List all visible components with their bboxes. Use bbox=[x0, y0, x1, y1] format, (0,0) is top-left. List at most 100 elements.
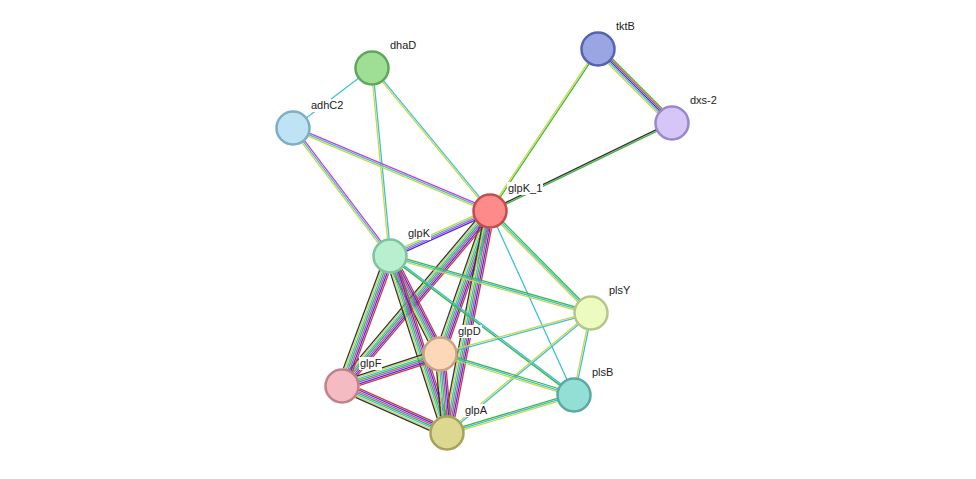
evidence-line bbox=[505, 130, 656, 203]
evidence-line bbox=[383, 81, 479, 198]
protein-node: plsY bbox=[573, 295, 609, 331]
evidence-line bbox=[453, 228, 490, 417]
evidence-line bbox=[506, 131, 657, 204]
interaction-edge bbox=[406, 259, 575, 310]
evidence-line bbox=[349, 221, 475, 370]
evidence-line bbox=[450, 228, 487, 417]
evidence-line bbox=[407, 259, 575, 307]
node-disc bbox=[558, 379, 591, 412]
node-label: tktB bbox=[615, 20, 636, 33]
evidence-line bbox=[464, 401, 558, 429]
node-circle bbox=[422, 336, 458, 372]
evidence-line bbox=[309, 133, 475, 203]
evidence-line bbox=[456, 361, 557, 392]
interaction-edge bbox=[343, 270, 388, 371]
evidence-line bbox=[452, 228, 489, 417]
evidence-line bbox=[456, 317, 574, 349]
node-disc bbox=[582, 33, 615, 66]
node-circle bbox=[472, 193, 508, 229]
evidence-line bbox=[610, 61, 660, 111]
protein-node: dxs-2 bbox=[654, 105, 690, 141]
node-disc bbox=[424, 338, 457, 371]
evidence-line bbox=[461, 325, 579, 423]
evidence-line bbox=[309, 135, 475, 205]
node-circle bbox=[580, 31, 616, 67]
interaction-edge bbox=[608, 59, 662, 113]
node-label: plsY bbox=[608, 284, 631, 297]
evidence-line bbox=[382, 82, 478, 199]
evidence-line bbox=[305, 141, 381, 242]
evidence-line bbox=[463, 400, 557, 428]
node-label: glpD bbox=[457, 325, 482, 338]
node-disc bbox=[374, 240, 407, 273]
node-label: dhaD bbox=[389, 39, 417, 52]
node-circle bbox=[275, 110, 311, 146]
evidence-line bbox=[359, 390, 433, 423]
evidence-line bbox=[343, 270, 379, 368]
evidence-line bbox=[457, 318, 575, 350]
evidence-line bbox=[460, 323, 578, 421]
protein-node: glpF bbox=[324, 368, 360, 404]
evidence-line bbox=[346, 271, 382, 369]
evidence-line bbox=[449, 227, 486, 416]
node-circle bbox=[654, 105, 690, 141]
evidence-line bbox=[358, 358, 424, 379]
node-circle bbox=[429, 415, 465, 451]
protein-node: adhC2 bbox=[275, 110, 311, 146]
interaction-edge bbox=[577, 329, 589, 378]
node-disc bbox=[326, 370, 359, 403]
node-circle bbox=[354, 50, 390, 86]
evidence-line bbox=[307, 78, 359, 117]
evidence-line bbox=[611, 60, 661, 110]
evidence-line bbox=[577, 329, 587, 378]
evidence-line bbox=[349, 273, 385, 371]
interaction-edge bbox=[446, 227, 492, 417]
interaction-edge bbox=[437, 371, 451, 417]
protein-node: plsB bbox=[556, 377, 592, 413]
node-label: glpK bbox=[407, 227, 431, 240]
evidence-line bbox=[503, 222, 580, 300]
protein-node: glpK bbox=[372, 238, 408, 274]
evidence-line bbox=[357, 355, 423, 376]
evidence-line bbox=[358, 393, 432, 426]
node-disc bbox=[656, 107, 689, 140]
evidence-line bbox=[456, 359, 557, 390]
evidence-line bbox=[345, 271, 381, 369]
interaction-edge bbox=[382, 81, 480, 199]
interaction-edge bbox=[356, 389, 434, 431]
interaction-edge bbox=[505, 130, 657, 205]
evidence-line bbox=[357, 356, 423, 377]
protein-node: glpA bbox=[429, 415, 465, 451]
evidence-line bbox=[609, 62, 659, 112]
protein-node: dhaD bbox=[354, 50, 390, 86]
evidence-line bbox=[457, 357, 558, 388]
protein-node: glpD bbox=[422, 336, 458, 372]
evidence-line bbox=[308, 136, 474, 206]
evidence-line bbox=[357, 394, 431, 427]
evidence-line bbox=[356, 396, 430, 429]
evidence-line bbox=[499, 63, 588, 197]
evidence-line bbox=[352, 274, 388, 372]
interaction-edge bbox=[456, 357, 558, 391]
evidence-line bbox=[578, 330, 588, 379]
protein-node: glpK_1 bbox=[472, 193, 508, 229]
evidence-line bbox=[612, 59, 662, 109]
node-disc bbox=[277, 112, 310, 145]
node-circle bbox=[324, 368, 360, 404]
protein-node: tktB bbox=[580, 31, 616, 67]
evidence-line bbox=[463, 398, 557, 426]
interaction-edge bbox=[307, 78, 359, 117]
interaction-edge bbox=[308, 133, 475, 206]
node-disc bbox=[431, 417, 464, 450]
evidence-line bbox=[351, 273, 387, 371]
interaction-edge bbox=[456, 317, 575, 351]
interaction-edge bbox=[499, 63, 589, 198]
node-label: plsB bbox=[591, 366, 614, 379]
node-disc bbox=[575, 297, 608, 330]
evidence-line bbox=[437, 371, 441, 416]
interaction-edge bbox=[460, 323, 579, 422]
node-circle bbox=[556, 377, 592, 413]
interaction-edge bbox=[302, 141, 381, 244]
evidence-line bbox=[348, 272, 384, 370]
